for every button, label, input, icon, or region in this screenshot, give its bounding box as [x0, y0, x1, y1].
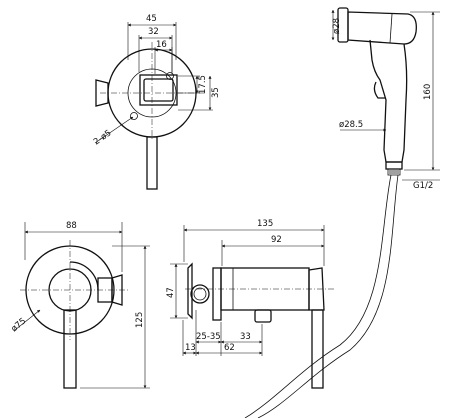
mount-hole-1 — [166, 72, 174, 80]
dim-thread: G1/2 — [413, 181, 433, 191]
side-view: 135 92 47 25-35 33 13 62 — [166, 219, 335, 389]
top-lever — [146, 136, 158, 190]
side-outlet — [254, 309, 272, 323]
dim-33: 33 — [240, 332, 251, 342]
top-valve-body — [139, 74, 178, 106]
hose-outer — [244, 174, 392, 418]
dim-92: 92 — [271, 235, 282, 245]
side-holder-ring — [190, 284, 210, 304]
handset-view: ø28 ø28.5 160 G1/2 — [244, 7, 440, 418]
top-view: 45 32 16 17.5 35 2-ø5 — [92, 14, 221, 190]
dim-wall-depth: 25-35 — [196, 332, 221, 342]
dim-17-5: 17.5 — [198, 75, 208, 94]
front-view: 88 ø75 125 — [10, 221, 150, 389]
dim-16: 16 — [156, 40, 167, 50]
dim-body-dia: ø28.5 — [339, 120, 363, 130]
dim-135: 135 — [257, 219, 273, 229]
dim-88: 88 — [66, 221, 77, 231]
dim-45: 45 — [146, 14, 157, 24]
top-handle — [95, 79, 109, 107]
front-holder — [111, 274, 123, 306]
side-lever — [311, 309, 324, 389]
side-wall-plate — [212, 267, 222, 321]
dim-length: 160 — [423, 84, 433, 100]
hole-spec: 2-ø5 — [92, 128, 113, 147]
handset-trigger — [373, 81, 386, 99]
handset-head — [347, 11, 417, 45]
hose-inner — [257, 174, 399, 418]
handset-thread — [387, 168, 401, 176]
handset-ring — [385, 161, 403, 170]
side-handle-cap — [308, 267, 325, 311]
dim-32: 32 — [148, 27, 159, 37]
dim-47: 47 — [166, 287, 176, 298]
mount-hole-2 — [130, 112, 138, 120]
dim-62: 62 — [224, 343, 235, 353]
side-holder-bore — [193, 287, 207, 301]
dim-35: 35 — [211, 87, 221, 98]
dim-nozzle-dia: ø28 — [332, 18, 342, 34]
side-holder-plate — [187, 262, 193, 320]
front-arc — [69, 261, 99, 291]
dim-13: 13 — [185, 343, 196, 353]
dim-plate-dia: ø75 — [10, 316, 29, 334]
dim-125: 125 — [135, 312, 145, 328]
handset-grip — [369, 39, 408, 163]
top-valve-insert — [143, 78, 174, 102]
